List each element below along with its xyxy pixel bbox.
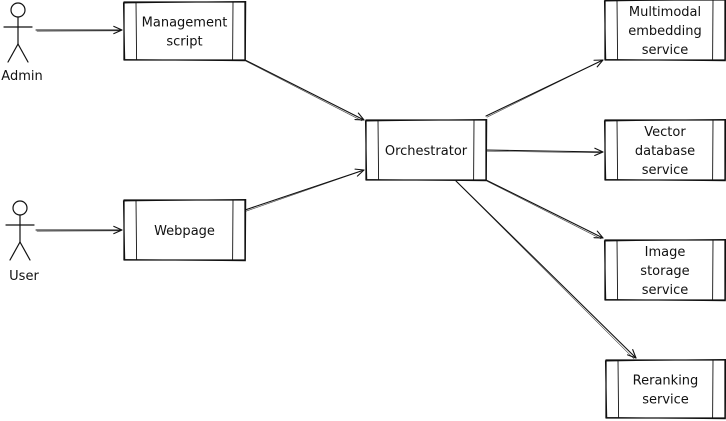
edge-management-script-to-orchestrator	[244, 59, 365, 122]
vector-database-service-label-line: service	[642, 163, 689, 178]
edge-admin-to-management-script	[35, 25, 123, 35]
management-script-box: Management script	[122, 0, 247, 62]
edge-orchestrator-to-reranking-service	[455, 180, 637, 360]
vector-database-service-box: Vector database service	[603, 118, 726, 182]
arrowhead	[354, 112, 365, 121]
orchestrator-label: Orchestrator	[385, 144, 468, 159]
edges-layer	[35, 25, 637, 360]
image-storage-service-label-line: storage	[640, 264, 689, 279]
actor-admin-label: Admin	[1, 69, 42, 84]
stick-figure-icon	[3, 2, 33, 63]
management-script-label: Management script	[142, 16, 228, 50]
image-storage-service-label: Image storage service	[640, 245, 689, 298]
image-storage-service-label-line: service	[642, 283, 689, 298]
reranking-service-label: Reranking service	[633, 374, 699, 408]
multimodal-embedding-service-label-line: Multimodal	[629, 5, 701, 20]
arrowhead	[593, 230, 604, 239]
arrowhead	[113, 25, 123, 35]
arrowhead	[594, 147, 604, 157]
multimodal-embedding-service-box: Multimodal embedding service	[603, 0, 726, 62]
arrowhead	[113, 225, 123, 235]
image-storage-service-label-line: Image	[645, 245, 686, 260]
management-script-label-line: Management	[142, 16, 228, 31]
stick-figure-icon	[5, 200, 35, 261]
edge-webpage-to-orchestrator	[244, 168, 365, 212]
reranking-service-label-line: Reranking	[633, 374, 699, 389]
management-script-label-line: script	[166, 35, 202, 50]
webpage-label-line: Webpage	[154, 224, 215, 239]
vector-database-service-label-line: database	[635, 144, 695, 159]
multimodal-embedding-service-label-line: embedding	[628, 24, 702, 39]
vector-database-service-label: Vector database service	[635, 125, 695, 178]
edge-user-to-webpage	[35, 225, 123, 235]
orchestrator-label-line: Orchestrator	[385, 144, 468, 159]
arrowhead	[354, 168, 365, 177]
edge-orchestrator-to-vector-database-service	[485, 147, 604, 157]
multimodal-embedding-service-label: Multimodal embedding service	[628, 5, 702, 58]
edge-orchestrator-to-image-storage-service	[485, 179, 604, 240]
actor-user-label: User	[9, 269, 39, 284]
actor-admin: Admin	[1, 2, 43, 84]
arrowhead	[627, 349, 637, 359]
multimodal-embedding-service-label-line: service	[642, 43, 689, 58]
edge-orchestrator-to-multimodal-embedding-service	[485, 59, 604, 118]
image-storage-service-box: Image storage service	[603, 238, 726, 302]
webpage-label: Webpage	[154, 224, 215, 239]
arrowhead	[593, 59, 604, 68]
reranking-service-label-line: service	[642, 393, 689, 408]
vector-database-service-label-line: Vector	[644, 125, 686, 140]
reranking-service-box: Reranking service	[604, 358, 726, 420]
orchestrator-box: Orchestrator	[364, 118, 488, 182]
webpage-box: Webpage	[122, 198, 247, 262]
actor-user: User	[5, 200, 39, 284]
